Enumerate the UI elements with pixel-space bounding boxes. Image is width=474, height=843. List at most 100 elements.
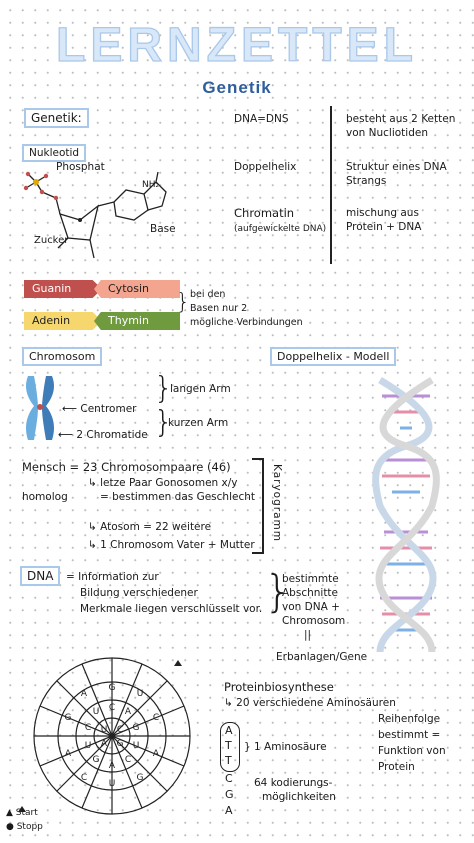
svg-text:G: G	[93, 755, 100, 765]
protein-sub: ↳ 20 verschiedene Aminosäuren	[224, 697, 396, 709]
svg-text:A: A	[109, 761, 116, 771]
thymin-pill: Thymin	[94, 312, 180, 330]
svg-text:A: A	[153, 749, 160, 759]
kodierung-1: 64 kodierungs-	[254, 777, 333, 789]
legend-stopp: ● Stopp	[6, 822, 43, 832]
extra-2: G	[225, 788, 234, 801]
wheel-inner-c: C	[117, 725, 123, 735]
zucker-label: Zucker	[34, 235, 69, 246]
protein-title: Proteinbiosynthese	[224, 680, 334, 694]
bases-note-1: bei den	[190, 289, 226, 300]
reihenfolge-3: Funktion von	[378, 745, 446, 757]
helix-box: Doppelhelix - Modell	[270, 347, 397, 366]
term-doppelhelix: Doppelhelix	[234, 161, 297, 173]
terms-divider	[330, 106, 332, 264]
nukleotid-label: Nukleotid	[29, 147, 80, 159]
codon-3: T	[225, 754, 232, 767]
svg-text:G: G	[137, 773, 144, 783]
kodierung-2: möglichkeiten	[262, 791, 336, 803]
svg-text:C: C	[153, 713, 159, 723]
svg-text:A: A	[81, 689, 88, 699]
nukleotid-box: Nukleotid	[22, 144, 87, 162]
cytosin-pill: Cytosin	[94, 280, 180, 298]
term-chromatin: Chromatin	[234, 206, 295, 220]
lang-arm-label: langen Arm	[170, 383, 231, 395]
reihenfolge-2: bestimmt =	[378, 729, 441, 741]
bases-note-2: Basen nur 2	[190, 303, 248, 314]
nh2-label: NH₂	[142, 180, 160, 190]
page-title: LERNZETTEL	[55, 18, 418, 72]
dna-right-2: Abschnitte	[282, 587, 339, 599]
kurz-brace: }	[154, 405, 174, 440]
wheel-inner-g: G	[117, 739, 124, 749]
guanin-pill: Guanin	[24, 280, 102, 298]
codon-capsule	[220, 722, 240, 772]
dna-right-1: bestimmte	[282, 573, 339, 585]
svg-text:A: A	[65, 749, 72, 759]
mensch-line-1: Mensch = 23 Chromosompaare (46)	[22, 460, 231, 474]
term-chromatin-desc-2: Protein + DNA	[346, 221, 422, 233]
svg-text:U: U	[109, 779, 116, 789]
mensch-line-2: ↳ letze Paar Gonosomen x/y	[88, 477, 238, 489]
dna-right-3: von DNA +	[282, 601, 340, 613]
term-chromatin-desc-1: mischung aus	[346, 207, 419, 219]
term-chromatin-sub: (aufgewickelte DNA)	[234, 224, 327, 234]
extra-3: A	[225, 804, 233, 817]
dna-def-1: = Information zur	[66, 571, 159, 583]
svg-text:G: G	[109, 683, 116, 693]
term-dna-desc-2: von Nucliotiden	[346, 127, 428, 139]
aminosaeure-label: } 1 Aminosäure	[244, 741, 327, 753]
codon-1: A	[225, 724, 233, 737]
phosphat-label: Phosphat	[56, 161, 105, 173]
svg-text:C: C	[125, 755, 131, 765]
reihenfolge-4: Protein	[378, 761, 415, 773]
svg-text:U: U	[137, 689, 144, 699]
svg-text:C: C	[85, 723, 91, 733]
dna-brace: }	[264, 566, 292, 617]
svg-text:U: U	[85, 741, 92, 751]
nucleotide-structure-icon	[23, 171, 167, 259]
svg-text:G: G	[65, 713, 72, 723]
extra-1: C	[225, 772, 233, 785]
chromatide-label: ⟵ 2 Chromatide	[58, 429, 148, 441]
reihenfolge-1: Reihenfolge	[378, 713, 441, 725]
dna-right-5: ||	[304, 629, 312, 641]
svg-text:G: G	[133, 723, 140, 733]
bases-brace: }	[176, 290, 190, 315]
codon-2: T	[225, 739, 232, 752]
adenin-pill: Adenin	[24, 312, 102, 330]
term-doppelhelix-desc-1: Struktur eines DNA	[346, 161, 447, 173]
dna-def-3: Merkmale liegen verschlüsselt vor.	[80, 603, 263, 615]
wheel-inner-u: U	[101, 725, 108, 735]
svg-text:C: C	[81, 773, 87, 783]
genetik-box: Genetik:	[24, 108, 89, 128]
homolog-label: homolog	[22, 491, 68, 503]
lang-brace: }	[154, 371, 174, 406]
centromer-label: ⟵ Centromer	[62, 403, 137, 415]
term-dna: DNA=DNS	[234, 113, 289, 125]
kurz-arm-label: kurzen Arm	[168, 417, 229, 429]
mensch-line-3: = bestimmen das Geschlecht	[100, 491, 255, 503]
svg-text:C: C	[109, 703, 115, 713]
karyogramm-label: Karyogramm	[270, 464, 283, 542]
dna-box: DNA	[20, 566, 61, 586]
wheel-inner-a: A	[101, 739, 108, 749]
page-subtitle: Genetik	[202, 78, 272, 97]
mensch-line-5: ↳ 1 Chromosom Vater + Mutter	[88, 539, 255, 551]
chromosome-icon	[26, 376, 54, 440]
term-doppelhelix-desc-2: Strangs	[346, 175, 387, 187]
dna-def-2: Bildung verschiedener	[80, 587, 198, 599]
dna-right-6: Erbanlagen/Gene	[276, 651, 368, 663]
bases-note-3: mögliche Verbindungen	[190, 317, 303, 328]
svg-text:U: U	[133, 741, 140, 751]
chromosom-box: Chromosom	[22, 347, 103, 366]
legend-start: ▲ Start	[6, 808, 38, 818]
term-dna-desc-1: besteht aus 2 Ketten	[346, 113, 456, 125]
mensch-line-4: ↳ Atosom = 22 weitere	[88, 521, 212, 533]
genetik-label: Genetik:	[31, 111, 82, 125]
base-label: Base	[150, 223, 176, 235]
double-helix-icon	[372, 376, 440, 653]
dna-right-4: Chromosom	[282, 615, 346, 627]
karyogramm-bracket	[252, 458, 264, 554]
